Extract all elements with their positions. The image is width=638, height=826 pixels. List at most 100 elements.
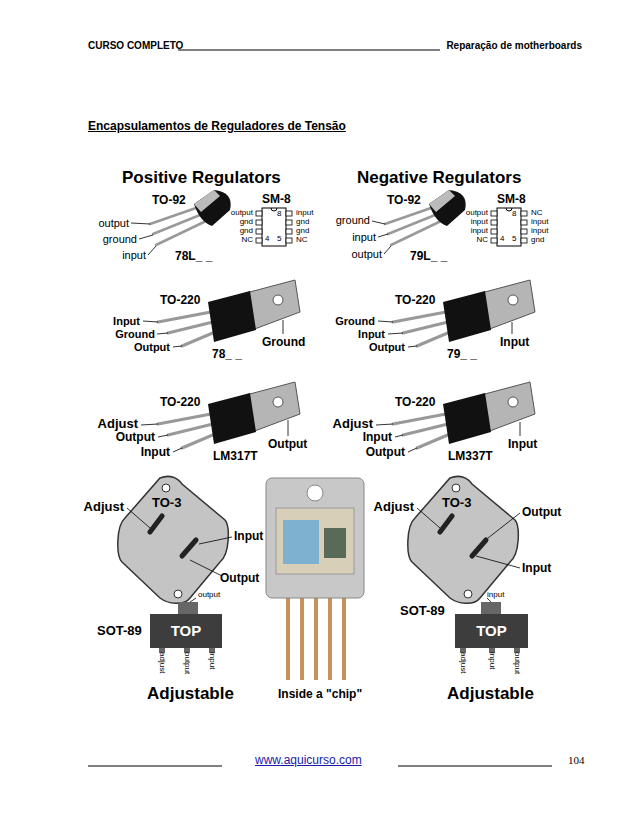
body (262, 208, 286, 246)
leader-line (173, 448, 182, 452)
header-text: Reparação de motherboards (446, 40, 582, 52)
leader-line (288, 420, 289, 436)
pin-name: output (198, 590, 220, 599)
pin (256, 211, 262, 216)
pin-name: gnd (531, 235, 544, 244)
tab-hole (273, 295, 283, 305)
lead (328, 596, 332, 680)
pin-name: output (351, 248, 382, 261)
leader-line (395, 435, 403, 437)
face (429, 190, 455, 212)
pin-name: Input (113, 315, 140, 328)
lead (342, 596, 346, 680)
pin (491, 229, 497, 234)
lead (300, 596, 304, 680)
pin-name: output (513, 652, 522, 674)
pin-name: gnd (296, 226, 309, 235)
photo-caption: Inside a "chip" (278, 688, 362, 702)
package-name: TO-92 (387, 194, 421, 208)
leader-line (488, 513, 520, 538)
body (443, 393, 491, 444)
leader-line (199, 537, 232, 544)
leader-line (384, 246, 391, 254)
pin-name: Input (500, 336, 529, 350)
pin-number: 5 (277, 234, 281, 243)
pin-name: Output (116, 431, 155, 445)
marking-text: TOP (171, 622, 202, 639)
lead (168, 322, 213, 333)
package-name: SOT-89 (97, 624, 142, 639)
website-link: www.aquicurso.com (255, 754, 362, 768)
lead (182, 332, 215, 346)
lead (156, 222, 204, 245)
lead (403, 322, 448, 333)
pin-name: Output (522, 506, 561, 520)
leads (150, 208, 204, 245)
notch (271, 208, 277, 211)
pin-name: input (488, 652, 497, 669)
pin-name: Output (268, 438, 307, 452)
leader-lines (127, 221, 520, 602)
package-name: SM-8 (497, 193, 526, 207)
pin-name: Adjust (333, 417, 373, 432)
part-number: 79_ _ (447, 348, 477, 362)
pin-name: Adjust (84, 500, 124, 515)
package-name: TO-92 (152, 194, 186, 208)
pin-name: gnd (240, 217, 253, 226)
pin-number: 4 (500, 234, 504, 243)
lead (403, 424, 448, 435)
pin-number: 8 (512, 209, 516, 218)
leader-line (512, 322, 513, 334)
pin-name: Input (234, 530, 263, 544)
body (208, 291, 256, 342)
leader-line (157, 333, 168, 334)
pin-name: Ground (115, 328, 155, 341)
pins (491, 211, 527, 243)
pin (440, 516, 452, 532)
pin-name: ground (336, 214, 370, 227)
leader-line (378, 234, 388, 237)
leader-line (173, 346, 182, 347)
leads (158, 414, 215, 448)
lead (417, 332, 450, 346)
pin (182, 540, 196, 556)
header-text: CURSO COMPLETO (88, 40, 183, 52)
lead (388, 215, 435, 234)
leader-line (372, 221, 385, 224)
leads (158, 312, 215, 346)
package-name: SOT-89 (400, 604, 445, 619)
to92-package (385, 190, 466, 245)
can-outline (118, 476, 228, 603)
pin-name: Input (141, 446, 170, 460)
leads (385, 208, 439, 245)
tab-hole (508, 295, 518, 305)
mount-hole (174, 590, 182, 598)
column-heading: Negative Regulators (357, 168, 521, 188)
lead (182, 434, 215, 448)
pin-name: gnd (296, 217, 309, 226)
pin (521, 229, 527, 234)
pin-name: gnd (240, 226, 253, 235)
leader-line (388, 333, 403, 334)
pin (472, 540, 486, 556)
type-label: Adjustable (447, 684, 534, 704)
to3-package (408, 476, 518, 603)
leader-line (408, 448, 417, 452)
to92-package (150, 190, 231, 245)
pin-name: Ground (335, 315, 375, 328)
window (276, 508, 354, 574)
package-name: TO-3 (152, 496, 181, 511)
pin (491, 238, 497, 243)
header-rule (178, 50, 440, 51)
mount-hole (464, 590, 472, 598)
mount-hole (452, 484, 460, 492)
lead (286, 596, 290, 680)
leader-line (148, 246, 156, 255)
pin-number: 4 (265, 234, 269, 243)
tab (481, 602, 501, 614)
pin-name: Input (522, 562, 551, 576)
part-number: 78L_ _ (175, 250, 212, 264)
package-name: TO-220 (160, 396, 200, 410)
to3-package (118, 476, 228, 603)
sot89-body: TOP (150, 614, 222, 648)
